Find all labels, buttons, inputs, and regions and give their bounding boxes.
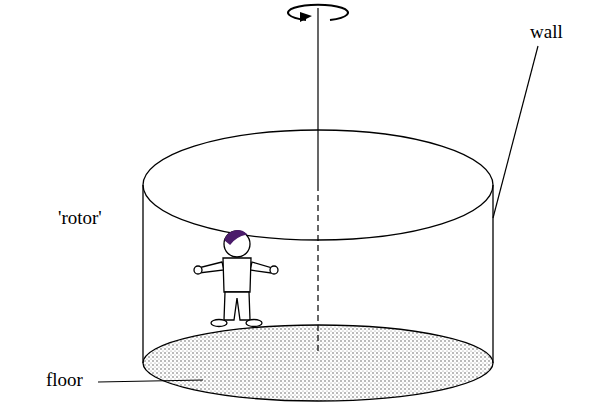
arrow-head — [300, 12, 312, 22]
axis-dashed — [317, 185, 318, 352]
part-label: 'rotor' — [58, 208, 102, 229]
leader-line — [98, 380, 203, 382]
wall-line — [142, 185, 143, 363]
person-figure — [194, 231, 278, 327]
part-label: floor — [46, 370, 83, 391]
axis-line — [317, 8, 318, 185]
rotation-arrow — [288, 5, 348, 20]
part-label: wall — [530, 22, 563, 43]
leader-line — [493, 46, 538, 218]
wall-line — [492, 185, 493, 363]
